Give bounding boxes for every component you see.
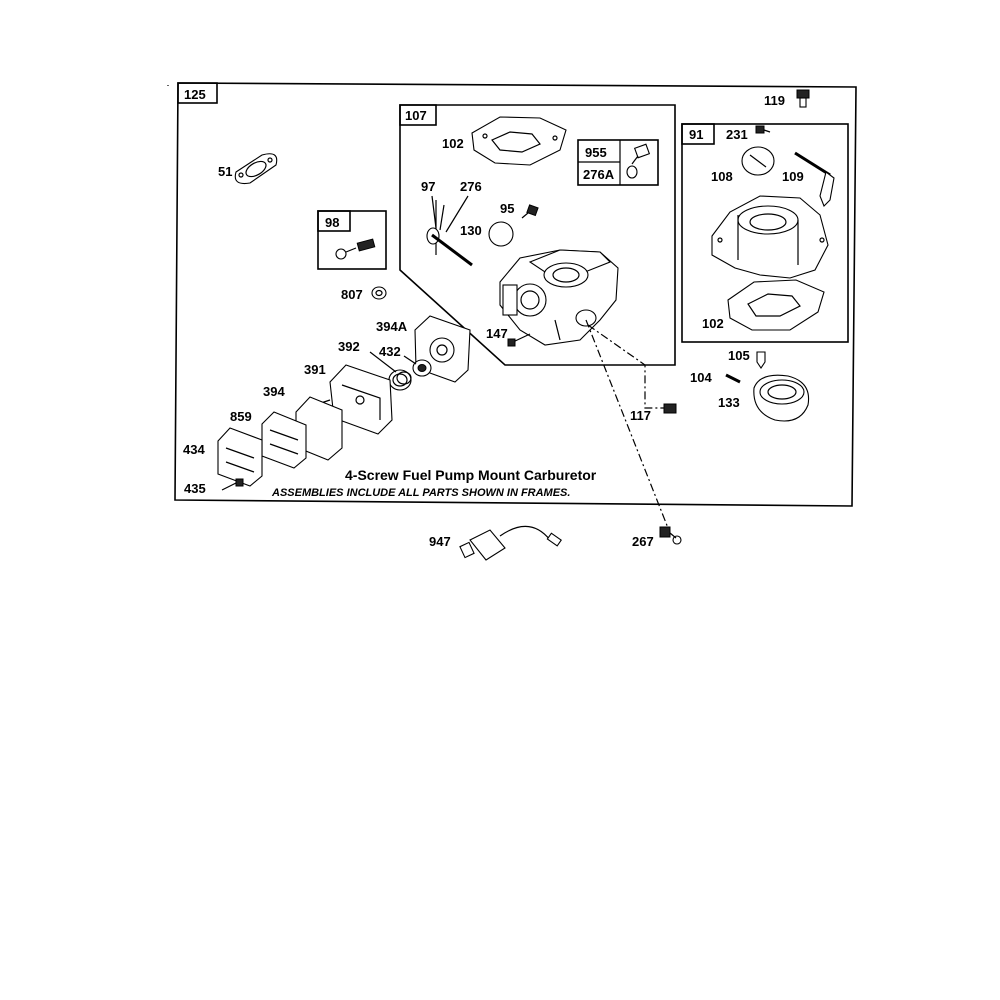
- reference-line-117: [587, 324, 664, 409]
- label-130: 130: [460, 223, 482, 238]
- label-102-top: 102: [442, 136, 464, 151]
- choke-plate-108-part: [741, 146, 775, 176]
- upper-body-91-part: [711, 195, 829, 279]
- label-117: 117: [630, 408, 651, 423]
- idle-screw-98-part: [335, 238, 376, 260]
- carburetor-body-part: [499, 249, 619, 346]
- throttle-plate-130-part: [488, 221, 514, 247]
- label-276: 276: [460, 179, 482, 194]
- plug-117-part: [663, 403, 677, 414]
- gasket-102-top-part: [471, 116, 567, 166]
- spring-392-part: [388, 369, 412, 391]
- throttle-shaft-part: [426, 200, 473, 267]
- label-105: 105: [728, 348, 750, 363]
- label-231: 231: [726, 127, 748, 142]
- gasket-51-part: [234, 153, 278, 185]
- screw-147-part: [507, 333, 531, 347]
- label-392: 392: [338, 339, 360, 354]
- choke-shaft-109-part: [794, 151, 835, 207]
- frame-outer-tag: [177, 82, 218, 104]
- screw-119-part: [796, 89, 810, 108]
- label-394a: 394A: [376, 319, 408, 334]
- label-432: 432: [379, 344, 401, 359]
- solenoid-947-part: [459, 525, 562, 561]
- label-109: 109: [782, 169, 804, 184]
- caption-title: 4-Screw Fuel Pump Mount Carburetor: [345, 467, 597, 483]
- frame-kit-98-label: 98: [325, 215, 339, 230]
- plate-434-part: [217, 427, 263, 487]
- label-807: 807: [341, 287, 363, 302]
- leader-276: [445, 195, 469, 233]
- label-435: 435: [184, 481, 206, 496]
- label-947: 947: [429, 534, 451, 549]
- frame-upper-body-label: 91: [689, 127, 703, 142]
- label-119: 119: [764, 93, 785, 108]
- frame-carb-body-label: 107: [405, 108, 427, 123]
- screw-955-part: [631, 143, 651, 165]
- frame-kit-955-label: 955: [585, 145, 607, 160]
- diaphragm-432-part: [412, 359, 432, 377]
- float-133-part: [753, 374, 810, 422]
- needle-105-part: [756, 351, 766, 369]
- frame-kit-98-tag: [317, 210, 351, 232]
- leader-97: [431, 195, 437, 229]
- label-391: 391: [304, 362, 326, 377]
- label-51: 51: [218, 164, 232, 179]
- frame-outer-label: 125: [184, 87, 206, 102]
- oring-276a-part: [626, 165, 638, 179]
- label-147: 147: [486, 326, 508, 341]
- frame-carb-body-tag: [399, 104, 437, 126]
- screw-435-part: [221, 478, 244, 491]
- label-267: 267: [632, 534, 654, 549]
- frame-upper-body: [681, 123, 849, 343]
- leader-392: [369, 351, 397, 373]
- label-95: 95: [500, 201, 514, 216]
- screw-231-part: [755, 125, 771, 134]
- screw-95-part: [521, 204, 539, 219]
- reference-line-267: [585, 319, 669, 529]
- label-97: 97: [421, 179, 435, 194]
- leader-432: [403, 355, 417, 365]
- label-394: 394: [263, 384, 285, 399]
- frame-outer: [174, 82, 857, 507]
- nut-807-part: [371, 286, 387, 300]
- frame-kit-276a-label: 276A: [583, 167, 615, 182]
- frame-kit-98: [317, 210, 387, 270]
- label-108: 108: [711, 169, 733, 184]
- frame-upper-body-tag: [681, 123, 715, 145]
- screw-267-part: [659, 526, 682, 545]
- label-104: 104: [690, 370, 712, 385]
- label-859: 859: [230, 409, 252, 424]
- label-102-lower: 102: [702, 316, 724, 331]
- pin-104-part: [725, 373, 741, 384]
- gasket-102-lower-part: [727, 279, 825, 331]
- label-434: 434: [183, 442, 205, 457]
- frame-carb-body: [399, 104, 676, 366]
- caption-note: ASSEMBLIES INCLUDE ALL PARTS SHOWN IN FR…: [271, 487, 570, 499]
- label-133: 133: [718, 395, 740, 410]
